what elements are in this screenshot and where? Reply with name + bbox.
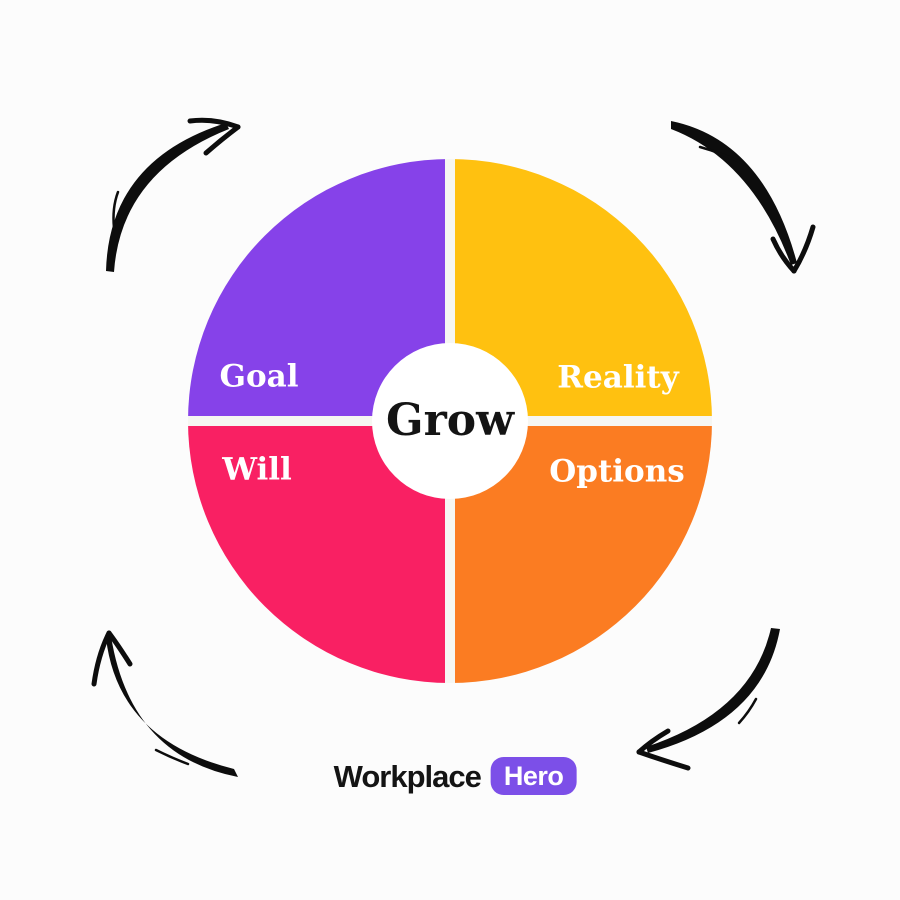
quadrant-label-options: Options	[549, 453, 685, 490]
cycle-arrow-top-left-icon	[106, 117, 241, 272]
quadrant-label-reality: Reality	[557, 359, 679, 396]
quadrant-label-goal: Goal	[219, 358, 299, 395]
cycle-arrow-bottom-right-icon	[636, 628, 780, 771]
center-label: Grow	[386, 395, 514, 446]
wheel-center-hub: Grow	[372, 343, 528, 499]
brand-logo: Workplace Hero	[334, 757, 577, 795]
cycle-arrow-top-right-icon	[671, 121, 816, 274]
brand-badge: Hero	[490, 757, 577, 795]
quadrant-label-will: Will	[222, 451, 292, 488]
brand-wordmark: Workplace	[333, 758, 482, 794]
cycle-arrow-bottom-left-icon	[91, 630, 238, 777]
